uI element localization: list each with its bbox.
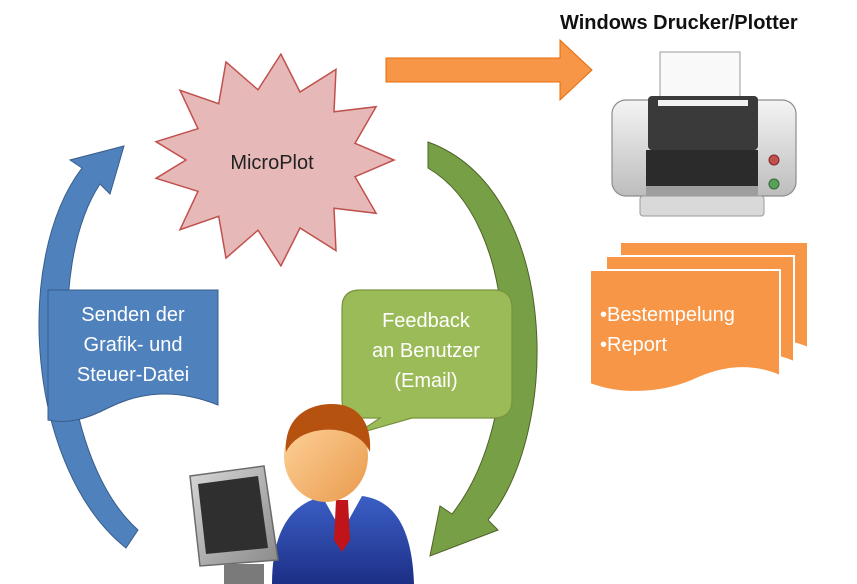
send-box-line: Grafik- und — [83, 334, 183, 356]
send-box-line: Senden der — [81, 304, 185, 326]
arrow-to-printer — [385, 38, 593, 102]
printout-bullet: •Report — [600, 334, 668, 356]
microplot-label: MicroPlot — [230, 152, 314, 174]
user-at-computer-icon — [189, 404, 414, 584]
send-box-line: Steuer-Datei — [76, 364, 190, 386]
feedback-bubble — [341, 289, 513, 435]
printout-bullets: •Bestempelung •Report — [600, 300, 735, 360]
send-box-text: Senden der Grafik- und Steuer-Datei — [48, 300, 218, 390]
printout-pages — [589, 241, 809, 393]
printer-icon — [611, 51, 797, 217]
feedback-line: Feedback — [382, 310, 470, 332]
send-box — [47, 289, 219, 422]
printer-title: Windows Drucker/Plotter — [560, 12, 798, 34]
send-arrow — [38, 145, 139, 549]
feedback-arrow — [427, 141, 538, 557]
feedback-line: an Benutzer — [372, 340, 480, 362]
feedback-bubble-text: Feedback an Benutzer (Email) — [346, 306, 506, 396]
feedback-line: (Email) — [394, 370, 458, 392]
microplot-star — [154, 52, 396, 268]
printout-bullet: •Bestempelung — [600, 304, 735, 326]
